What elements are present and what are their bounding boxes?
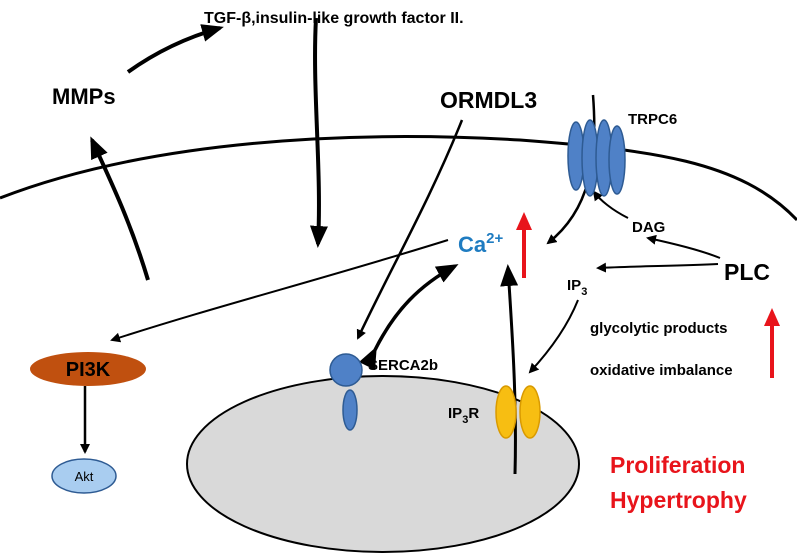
arrow-ip3-to-ip3r [528,299,579,374]
dag-label: DAG [632,219,665,236]
plc-label: PLC [724,259,770,285]
ca-label: Ca2+ [458,230,503,257]
proliferation-label: Proliferation [610,452,745,478]
ormdl3-label: ORMDL3 [440,87,537,113]
arrow-dag-to-trpc6 [592,190,629,219]
mmps-label: MMPs [52,84,116,109]
akt-node [51,458,117,494]
cell-membrane [0,135,797,222]
ip3-label: IP3 [567,277,587,298]
hypertrophy-label: Hypertrophy [610,487,747,513]
pi3k-node [30,352,146,386]
serca2b-pump [329,353,363,431]
serca2b-label: SERCA2b [368,357,438,374]
arrow-ip3r-to-ca [500,264,519,475]
arrow-tgf-to-cell [309,17,328,248]
tgf-label: TGF-β,insulin-like growth factor II. [204,10,464,27]
arrow-ormdl3-to-serca [356,119,464,340]
arrow-ca-serca-bidir [358,264,459,371]
pi3k-label: PI3K [66,359,111,381]
arrow-to-mmps [90,136,150,281]
arrow-plc-to-ip3 [596,262,719,273]
trpc6-label: TRPC6 [628,111,677,128]
akt-label: Akt [75,469,94,484]
oxidative-label: oxidative imbalance [590,362,733,379]
nucleus [186,375,580,553]
glycolytic-label: glycolytic products [590,320,728,337]
arrow-ca-to-pi3k [110,239,449,343]
arrow-mmps-to-tgf [126,24,224,74]
trpc6-channel [567,119,626,197]
arrow-plc-to-dag [646,234,721,259]
ip3r-channel [495,385,541,439]
ip3r-label: IP3R [448,405,479,426]
